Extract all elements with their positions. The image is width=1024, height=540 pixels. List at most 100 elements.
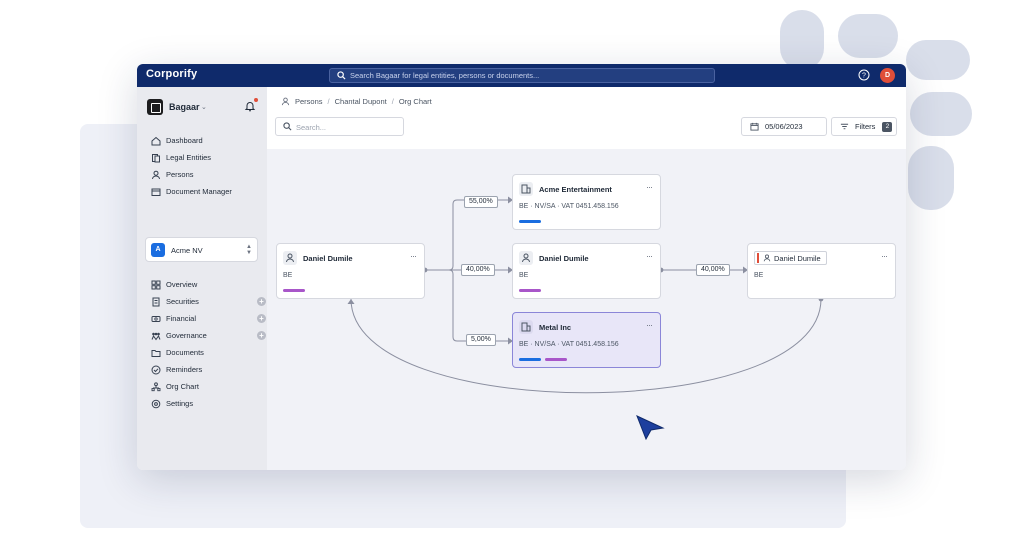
calendar-icon	[750, 122, 759, 131]
nav-item-label: Persons	[166, 170, 194, 179]
legal-entities-icon	[152, 153, 160, 162]
add-governance-button[interactable]: +	[257, 331, 266, 340]
arrow-head	[508, 196, 513, 204]
date-filter-button[interactable]: 05/06/2023	[741, 117, 827, 136]
grid-icon	[151, 280, 161, 289]
entity-badge: A	[151, 243, 165, 257]
nav-item-label: Documents	[166, 348, 204, 357]
nav-item-reminders[interactable]: Reminders	[151, 362, 202, 377]
node-subtitle: BE	[754, 272, 764, 279]
date-value: 05/06/2023	[765, 122, 803, 131]
app-logo[interactable]: Corporify	[146, 68, 198, 80]
node-subtitle: BE	[519, 272, 529, 279]
nav-item-documents[interactable]: Documents	[151, 345, 204, 360]
more-options-icon[interactable]: ···	[646, 182, 653, 192]
person-icon	[763, 254, 771, 262]
org-node-acme-entertainment[interactable]: Acme Entertainment ··· BE · NV/SA · VAT …	[512, 174, 661, 230]
nav-item-financial[interactable]: Financial	[151, 311, 196, 326]
arrow-head	[508, 337, 513, 345]
tag-blue	[519, 358, 541, 361]
mouse-pointer-icon	[636, 415, 665, 440]
nav-item-governance[interactable]: Governance	[151, 328, 207, 343]
org-node-daniel-dumile[interactable]: Daniel Dumile ··· BE	[276, 243, 425, 299]
folder-icon	[151, 349, 161, 357]
org-node-daniel-dumile-right[interactable]: Daniel Dumile ··· BE	[747, 243, 896, 299]
nav-item-org-chart[interactable]: Org Chart	[151, 379, 199, 394]
filters-label: Filters	[855, 122, 876, 131]
search-icon	[337, 71, 346, 80]
node-subtitle: BE · NV/SA · VAT 0451.458.156	[519, 203, 619, 210]
tag-purple	[519, 289, 541, 292]
node-title-chip: Daniel Dumile	[754, 251, 827, 265]
chevron-down-icon[interactable]: ⌄	[201, 104, 207, 111]
breadcrumb: Persons / Chantal Dupont / Org Chart	[281, 97, 432, 106]
nav-item-label: Financial	[166, 314, 197, 323]
add-financial-button[interactable]: +	[257, 314, 266, 323]
nav-item-label: Legal Entities	[166, 153, 212, 162]
financial-icon	[151, 315, 161, 322]
edge-label-daniel-right: 40,00%	[696, 264, 730, 276]
person-icon	[152, 170, 160, 179]
nav-item-label: Overview	[166, 280, 198, 289]
breadcrumb-persons[interactable]: Persons	[295, 97, 323, 106]
org-node-metal-inc[interactable]: Metal Inc ··· BE · NV/SA · VAT 0451.458.…	[512, 312, 661, 368]
entity-selector[interactable]: A Acme NV ▲▼	[145, 237, 258, 262]
main-content: Persons / Chantal Dupont / Org Chart 05/…	[267, 87, 906, 470]
node-title: Acme Entertainment	[539, 185, 612, 194]
nav-item-document-manager[interactable]: Document Manager	[151, 184, 232, 199]
bell-icon[interactable]	[244, 100, 256, 112]
breadcrumb-separator: /	[391, 97, 394, 106]
tag-blue	[519, 220, 541, 223]
more-options-icon[interactable]: ···	[881, 251, 888, 261]
node-title: Daniel Dumile	[774, 253, 821, 263]
org-node-daniel-dumile-mid[interactable]: Daniel Dumile ··· BE	[512, 243, 661, 299]
nav-item-dashboard[interactable]: Dashboard	[151, 133, 203, 148]
edge-to-acme	[425, 199, 508, 271]
global-search-input[interactable]	[350, 69, 710, 82]
nav-item-legal-entities[interactable]: Legal Entities	[151, 150, 211, 165]
building-icon	[519, 182, 533, 196]
nav-item-label: Settings	[166, 399, 194, 408]
filters-count-badge: 2	[882, 121, 893, 132]
global-search[interactable]	[329, 68, 715, 83]
nav-item-securities[interactable]: Securities	[151, 294, 199, 309]
edge-label-metal: 5,00%	[466, 334, 496, 346]
breadcrumb-person[interactable]: Chantal Dupont	[334, 97, 387, 106]
nav-item-label: Reminders	[166, 365, 203, 374]
tag-purple	[283, 289, 305, 292]
nav-item-label: Dashboard	[166, 136, 203, 145]
filters-button[interactable]: Filters 2	[831, 117, 897, 136]
nav-item-persons[interactable]: Persons	[151, 167, 194, 182]
chevron-up-down-icon: ▲▼	[246, 244, 252, 256]
node-title: Metal Inc	[539, 323, 572, 332]
more-options-icon[interactable]: ···	[646, 251, 653, 261]
nav-item-overview[interactable]: Overview	[151, 277, 197, 292]
top-bar: Corporify ? D	[137, 64, 906, 87]
edge-feedback-loop	[350, 298, 822, 394]
workspace-logo	[147, 99, 163, 115]
nav-item-settings[interactable]: Settings	[151, 396, 193, 411]
svg-text:?: ?	[862, 73, 866, 80]
user-avatar[interactable]: D	[880, 68, 895, 83]
edge-to-metal	[425, 269, 508, 342]
more-options-icon[interactable]: ···	[410, 251, 417, 261]
breadcrumb-separator: /	[327, 97, 330, 106]
person-icon	[283, 251, 297, 265]
edge-label-daniel-mid: 40,00%	[461, 264, 495, 276]
sidebar: Bagaar ⌄ Dashboard Legal Entities Person…	[137, 87, 267, 470]
node-title: Daniel Dumile	[539, 254, 589, 263]
org-chart-canvas[interactable]: 55,00% 40,00% 5,00% 40,00% Daniel Dumile…	[267, 149, 906, 470]
workspace-name[interactable]: Bagaar	[169, 102, 200, 112]
node-subtitle: BE	[283, 272, 293, 279]
breadcrumb-current: Org Chart	[398, 97, 432, 106]
entity-name: Acme NV	[171, 246, 203, 255]
arrow-head	[508, 266, 513, 274]
securities-icon	[152, 297, 160, 306]
help-icon[interactable]: ?	[858, 69, 870, 81]
nav-item-label: Org Chart	[166, 382, 199, 391]
add-securities-button[interactable]: +	[257, 297, 266, 306]
more-options-icon[interactable]: ···	[646, 320, 653, 330]
nav-item-label: Securities	[166, 297, 199, 306]
page-search[interactable]	[275, 117, 404, 136]
page-search-input[interactable]	[296, 121, 396, 133]
